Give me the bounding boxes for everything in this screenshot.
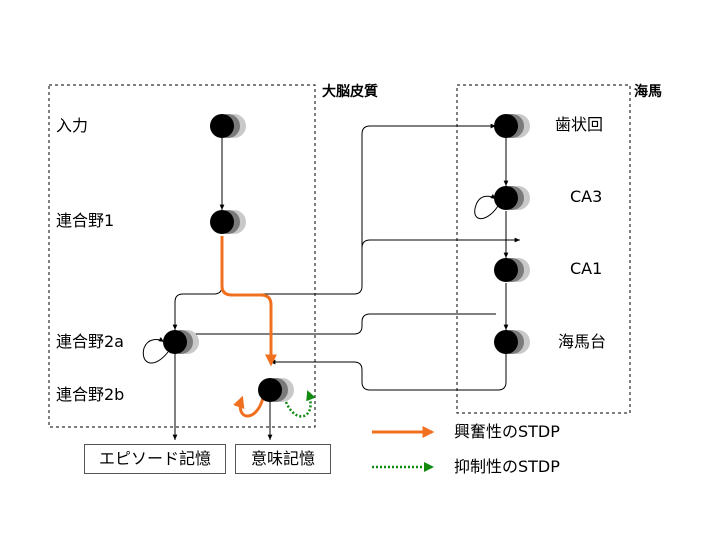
excitatory-selfloop [233, 395, 265, 418]
edge-assoc1-assoc2a [172, 285, 223, 330]
edge-subiculum-assoc2b [270, 354, 507, 391]
neuron-assoc1 [210, 210, 246, 234]
layer-label-subiculum: 海馬台 [558, 332, 607, 351]
edge-assoc1-dentate [221, 123, 496, 295]
layer-label-assoc2a: 連合野2a [56, 332, 124, 351]
hippocampus-region-box [456, 84, 631, 414]
cortex-region-box [48, 84, 316, 428]
selfloop-ca3 [474, 194, 499, 220]
neuron-ca3 [494, 186, 530, 210]
excitatory-path [220, 236, 277, 367]
output-episodic-memory: エピソード記憶 [84, 444, 226, 474]
layer-label-assoc2b: 連合野2b [56, 385, 125, 404]
neuron-subiculum [494, 330, 530, 354]
layer-label-ca3: CA3 [570, 187, 603, 206]
neuron-input [210, 114, 246, 138]
legend-inhibitory-label: 抑制性のSTDP [454, 457, 560, 476]
neuron-dentate [494, 114, 530, 138]
layer-label-ca1: CA1 [570, 259, 603, 278]
layer-label-input: 入力 [56, 116, 89, 135]
neuron-ca1 [494, 258, 530, 282]
connections [142, 123, 520, 440]
neuron-assoc2b [258, 378, 294, 402]
edge-assoc1-ca1 [361, 237, 520, 249]
hippocampus-region-label: 海馬 [634, 84, 662, 100]
neuron-assoc2a [163, 330, 199, 354]
layer-label-assoc1: 連合野1 [56, 211, 115, 230]
output-semantic-memory: 意味記憶 [235, 444, 331, 474]
inhibitory-selfloop [284, 390, 316, 418]
cortex-region-label: 大脳皮質 [322, 84, 378, 100]
legend-excitatory-label: 興奮性のSTDP [454, 422, 560, 441]
edge-subiculum-assoc2a [186, 313, 496, 335]
selfloop-assoc2a [142, 337, 169, 364]
layer-label-dentate: 歯状回 [555, 115, 604, 134]
